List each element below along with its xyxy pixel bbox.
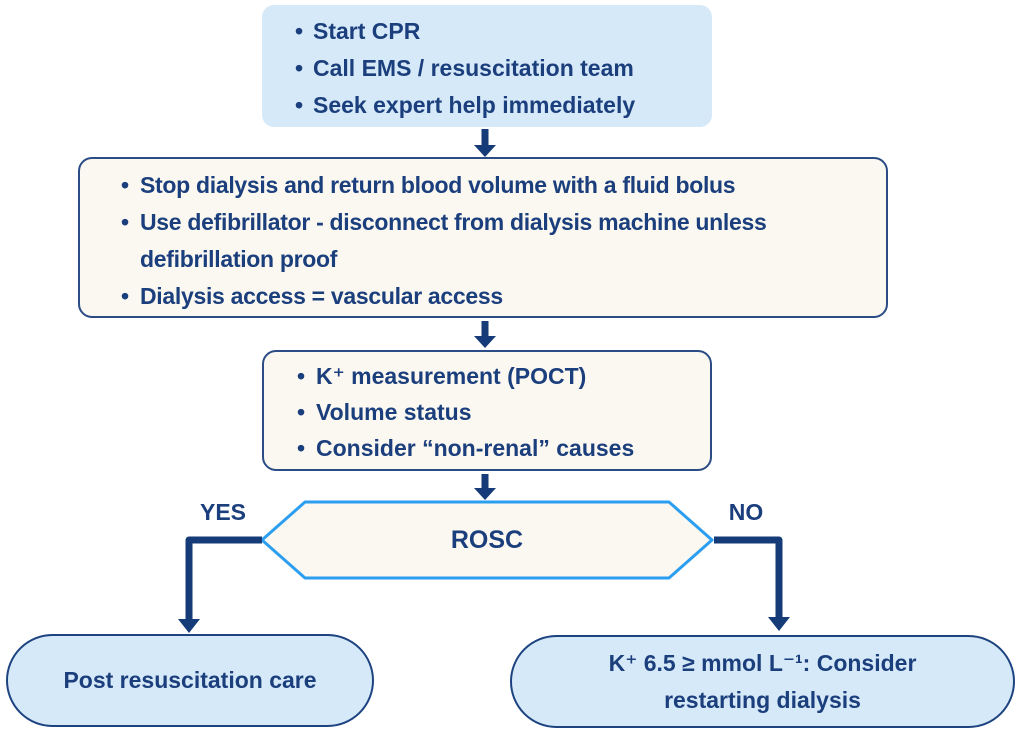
bullet-item-line: Dialysis access = vascular access — [140, 283, 503, 309]
bullet-item-line: Start CPR — [313, 18, 421, 44]
bullet-item-line: Stop dialysis and return blood volume wi… — [140, 172, 736, 198]
restart-dialysis-pill: K⁺ 6.5 ≥ mmol L⁻¹: Consider restarting d… — [510, 635, 1015, 728]
start-cpr-list: Start CPR Call EMS / resuscitation teamSe… — [262, 13, 712, 124]
restart-dialysis-text-line2: restarting dialysis — [664, 686, 861, 713]
bullet-item-line: Seek expert help immediately — [313, 92, 636, 118]
rosc-decision-label: ROSC — [450, 525, 524, 554]
start-cpr-box: Start CPR Call EMS / resuscitation teamSe… — [262, 5, 712, 127]
yes-branch-label: YES — [199, 499, 247, 525]
bullet-item: Volume status — [264, 394, 710, 430]
dialysis-actions-box: Stop dialysis and return blood volume wi… — [78, 157, 888, 318]
post-resuscitation-care-pill: Post resuscitation care — [6, 634, 374, 727]
bullet-item: Seek expert help immediately — [262, 87, 712, 124]
down-arrow-1 — [474, 129, 496, 157]
bullet-item: K⁺ measurement (POCT) — [264, 358, 710, 394]
bullet-item: Consider “non-renal” causes — [264, 430, 710, 466]
down-arrow-3 — [474, 474, 496, 500]
post-resuscitation-care-text: Post resuscitation care — [63, 667, 317, 693]
bullet-item: Start CPR — [262, 13, 712, 50]
bullet-item-line: Volume status — [316, 399, 472, 425]
no-elbow-arrow — [714, 536, 790, 631]
restart-dialysis-text-line1: K⁺ 6.5 ≥ mmol L⁻¹: Consider — [608, 649, 917, 676]
bullet-item-line: Call EMS / resuscitation team — [313, 55, 634, 81]
bullet-item-line: K⁺ measurement (POCT) — [316, 363, 587, 389]
bullet-item: Call EMS / resuscitation team — [262, 50, 712, 87]
yes-elbow-arrow — [178, 536, 262, 633]
bullet-item-line: Use defibrillator - disconnect from dial… — [140, 209, 767, 235]
bullet-item: Use defibrillator - disconnect from dial… — [80, 204, 886, 278]
no-branch-label: NO — [728, 499, 764, 525]
bullet-item: Dialysis access = vascular access — [80, 278, 886, 315]
dialysis-actions-list: Stop dialysis and return blood volume wi… — [80, 167, 886, 315]
bullet-item-line: defibrillation proof — [140, 246, 338, 272]
down-arrow-2 — [474, 321, 496, 348]
assessment-box: K⁺ measurement (POCT) Volume statusConsid… — [262, 350, 712, 471]
assessment-list: K⁺ measurement (POCT) Volume statusConsid… — [264, 358, 710, 466]
bullet-item-line: Consider “non-renal” causes — [316, 435, 635, 461]
bullet-item: Stop dialysis and return blood volume wi… — [80, 167, 886, 204]
